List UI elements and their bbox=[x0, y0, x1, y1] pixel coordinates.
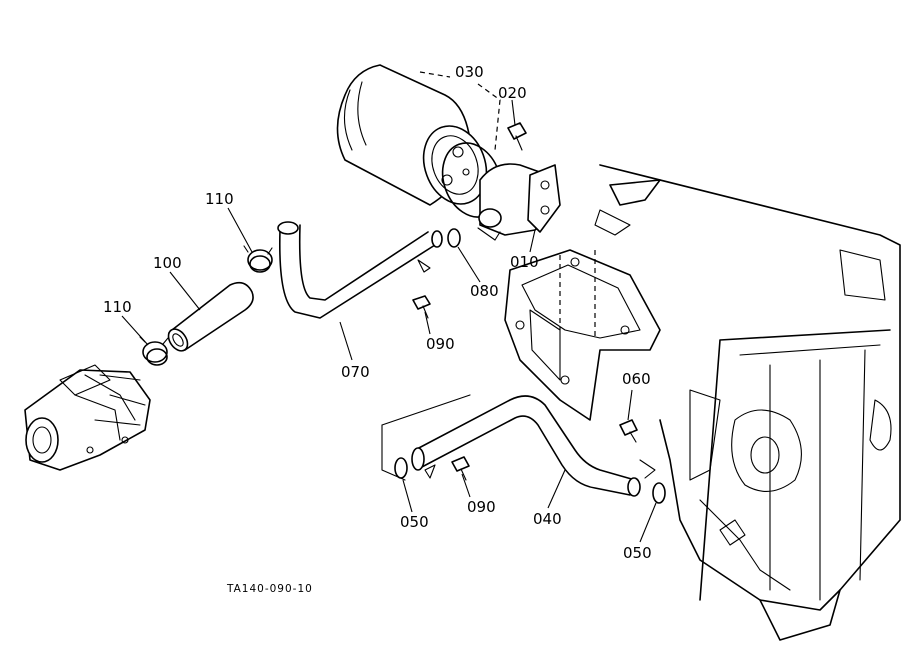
hose-100 bbox=[167, 281, 254, 352]
filter-head bbox=[477, 163, 561, 241]
callout-100: 100 bbox=[153, 254, 182, 272]
callout-050-left: 050 bbox=[400, 513, 429, 531]
oil-filter-cartridge bbox=[336, 64, 503, 218]
callout-090-lower: 090 bbox=[467, 498, 496, 516]
callout-010: 010 bbox=[510, 253, 539, 271]
leader-070 bbox=[339, 321, 353, 361]
leader-010 bbox=[529, 229, 536, 253]
hydraulic-pump bbox=[24, 364, 151, 471]
leader-050-right bbox=[639, 502, 657, 543]
hose-clamp-upper bbox=[243, 245, 273, 273]
callout-070: 070 bbox=[341, 363, 370, 381]
drawing-code: TA140-090-10 bbox=[226, 583, 313, 595]
leader-050-left bbox=[402, 479, 413, 513]
o-ring-080 bbox=[447, 228, 461, 248]
callout-110-lower: 110 bbox=[103, 298, 132, 316]
o-ring-050-left bbox=[394, 457, 408, 479]
leader-040 bbox=[547, 469, 566, 509]
pipe-040 bbox=[381, 394, 656, 497]
mounting-plate bbox=[504, 249, 661, 421]
callout-030: 030 bbox=[455, 63, 484, 81]
callout-040: 040 bbox=[533, 510, 562, 528]
callout-020: 020 bbox=[498, 84, 527, 102]
leader-080 bbox=[457, 246, 481, 283]
leader-060 bbox=[627, 389, 633, 421]
leader-110-lower bbox=[121, 315, 149, 346]
bracket-tab-2 bbox=[594, 209, 631, 236]
leader-090-upper bbox=[424, 311, 431, 335]
bracket-tab bbox=[609, 179, 661, 206]
callout-050-right: 050 bbox=[623, 544, 652, 562]
bolt-090-lower bbox=[451, 456, 470, 481]
leader-100 bbox=[169, 271, 201, 311]
transmission-case bbox=[599, 164, 901, 641]
bolt-060 bbox=[619, 419, 638, 443]
callout-090-upper: 090 bbox=[426, 335, 455, 353]
bolt-020 bbox=[507, 122, 527, 151]
o-ring-050-right bbox=[652, 482, 666, 504]
callout-060: 060 bbox=[622, 370, 651, 388]
pipe-070 bbox=[277, 221, 443, 319]
leader-110-upper bbox=[227, 207, 253, 253]
callout-080: 080 bbox=[470, 282, 499, 300]
bolt-090-upper bbox=[412, 295, 431, 319]
leader-020 bbox=[511, 99, 516, 126]
leader-030 bbox=[419, 71, 501, 151]
callout-110-upper: 110 bbox=[205, 190, 234, 208]
leader-090-lower bbox=[461, 473, 471, 498]
